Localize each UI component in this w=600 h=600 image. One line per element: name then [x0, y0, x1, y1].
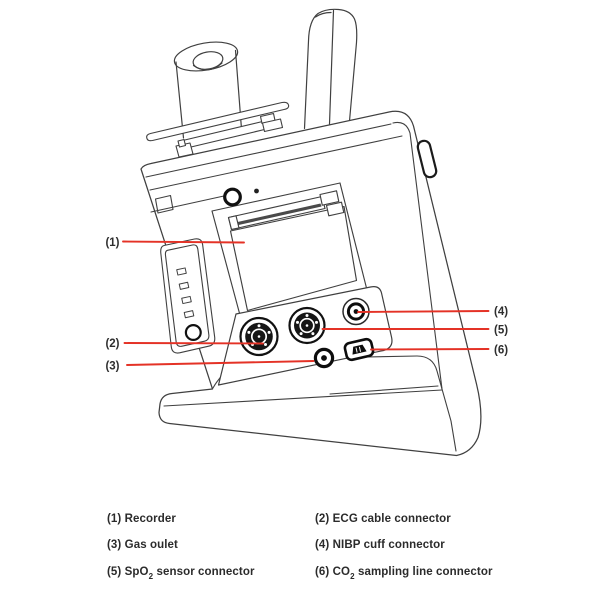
callout-label-5: (5): [494, 325, 508, 337]
recorder-latch-step-lower: [325, 201, 345, 217]
mounting-rail: [146, 101, 290, 158]
legend-subscript: 2: [148, 572, 154, 582]
rail-clamp-left-tab: [177, 138, 187, 148]
callout-label-4: (4): [494, 306, 508, 318]
callout-label-2: (2): [105, 338, 119, 350]
base-top-inner-edge: [329, 385, 439, 395]
side-rail: [160, 238, 216, 354]
legend-text: (1) Recorder: [107, 513, 176, 525]
callout-line-2: [123, 342, 264, 345]
legend-text: (5) SpO: [107, 566, 149, 578]
base-top-edge: [163, 389, 443, 407]
nibp-connector-icon: [342, 297, 370, 326]
post-opening-icon: [192, 51, 224, 70]
legend-text: sensor connector: [153, 566, 255, 578]
recorder-door: [229, 205, 358, 312]
right-side-crease: [392, 121, 457, 452]
legend-item-ecg-connector: (2) ECG cable connector: [315, 513, 451, 525]
legend-text: sampling line connector: [354, 566, 493, 578]
legend-text: (2) ECG cable connector: [315, 513, 451, 525]
legend-text: (6) CO: [315, 566, 351, 578]
callout-line-3: [126, 360, 315, 366]
left-edge-notch: [154, 194, 174, 214]
rail-bracket-lower: [261, 118, 284, 133]
legend-item-recorder: (1) Recorder: [107, 513, 176, 525]
rail-hole-icon: [184, 324, 202, 342]
legend-item-nibp-connector: (4) NIBP cuff connector: [315, 539, 445, 551]
legend-item-spo2-connector: (5) SpO2 sensor connector: [107, 566, 255, 582]
gas-outlet-icon: [313, 347, 335, 369]
legend-item-co2-connector: (6) CO2 sampling line connector: [315, 566, 493, 582]
ecg-connector-icon: [239, 316, 279, 357]
recorder-latch-step-upper: [319, 190, 340, 206]
callout-line-6: [370, 348, 490, 351]
connector-panel: [217, 286, 393, 386]
callout-label-3: (3): [105, 361, 119, 373]
rail-slots: [176, 267, 195, 319]
recorder-slot-icon: [233, 203, 322, 226]
carry-handle: [303, 8, 358, 130]
legend-text: (3) Gas oulet: [107, 539, 178, 551]
rail-bar: [146, 101, 290, 142]
callout-line-1: [122, 240, 245, 244]
legend-item-gas-outlet: (3) Gas oulet: [107, 539, 178, 551]
recorder-slot-cap: [227, 215, 240, 231]
front-panel-divider: [150, 193, 234, 213]
top-face-edge: [145, 123, 392, 178]
recorder: [211, 182, 368, 318]
callout-line-4: [357, 310, 490, 313]
side-knob: [416, 139, 438, 179]
legend-subscript: 2: [350, 572, 355, 582]
callout-label-6: (6): [494, 345, 508, 357]
legend-text: (4) NIBP cuff connector: [315, 539, 445, 551]
top-face-inner-edge: [149, 135, 403, 191]
callout-lines: [122, 240, 490, 366]
recorder-led-icon: [254, 188, 259, 194]
callout-label-1: (1): [105, 237, 119, 249]
recorder-latch-button: [223, 187, 242, 207]
callout-labels: (1) (2) (3) (4) (5) (6): [105, 237, 508, 373]
co2-connector-icon: [343, 337, 375, 362]
spo2-connector-icon: [288, 306, 326, 345]
body-contours: [145, 121, 457, 452]
